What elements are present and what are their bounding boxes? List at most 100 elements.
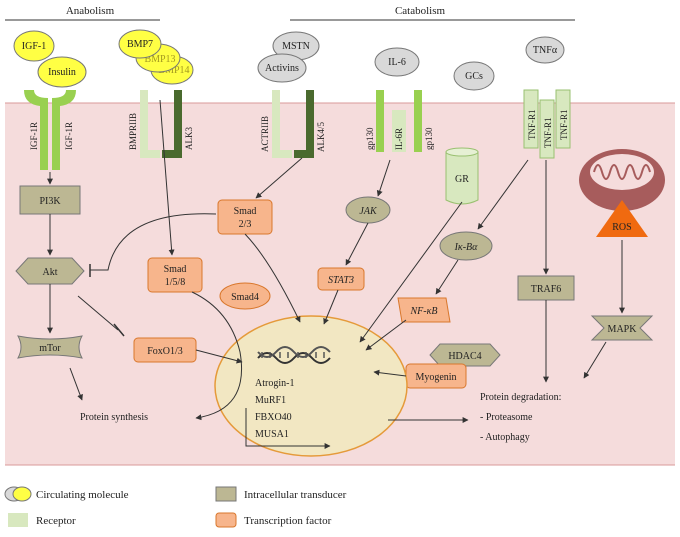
transducer-pi3k: PI3K	[19, 185, 81, 215]
receptor-alk3: ALK3	[162, 90, 194, 158]
svg-text:IL-6R: IL-6R	[394, 128, 404, 150]
transducer-traf6: TRAF6	[517, 275, 575, 301]
svg-text:JAK: JAK	[359, 206, 378, 217]
outcome-protein-synthesis: Protein synthesis	[80, 412, 148, 423]
svg-text:ALK3: ALK3	[184, 127, 194, 150]
legend-receptor: Receptor	[8, 513, 76, 527]
svg-text:Smad4: Smad4	[231, 292, 259, 303]
transducer-ikba: Iκ-Bα	[439, 231, 493, 261]
gene-musa1: MUSA1	[255, 429, 289, 440]
svg-text:TNF-R1: TNF-R1	[559, 109, 569, 140]
svg-text:ACTRIIB: ACTRIIB	[260, 116, 270, 152]
transducer-akt: Akt	[15, 257, 85, 285]
svg-text:TNFα: TNFα	[533, 45, 558, 56]
svg-text:TNF-R1: TNF-R1	[543, 117, 553, 148]
mitochondrion	[579, 149, 665, 211]
svg-text:Smad: Smad	[164, 264, 187, 275]
svg-text:Myogenin: Myogenin	[415, 372, 456, 383]
nucleus	[214, 315, 408, 457]
tf-myogenin: Myogenin	[405, 363, 467, 389]
svg-text:Receptor: Receptor	[36, 515, 76, 527]
legend-circulating: Circulating molecule	[4, 486, 129, 502]
svg-text:PI3K: PI3K	[39, 196, 61, 207]
ligand-igf1: IGF-1	[13, 30, 55, 62]
svg-text:Akt: Akt	[43, 267, 58, 278]
transducer-mtor: mTor	[17, 335, 83, 359]
svg-text:ALK4/5: ALK4/5	[316, 122, 326, 152]
svg-text:Protein degradation:: Protein degradation:	[480, 392, 561, 403]
ligand-mstn: MSTN	[272, 31, 320, 61]
svg-text:FoxO1/3: FoxO1/3	[147, 346, 183, 357]
atrophy-genes: Atrogin-1 MuRF1 FBXO40 MUSA1	[245, 378, 331, 449]
svg-text:Insulin: Insulin	[48, 67, 76, 78]
anabolism-header: Anabolism	[5, 5, 160, 21]
svg-text:gp130: gp130	[365, 127, 375, 150]
ligand-insulin: Insulin	[37, 56, 87, 88]
ligand-gcs: GCs	[453, 61, 495, 91]
svg-text:Catabolism: Catabolism	[395, 5, 446, 17]
receptor-bmpriib: BMPRIIB	[128, 90, 160, 158]
ligand-bmp7: BMP7	[118, 29, 162, 59]
receptor-igf1r: IGF-1R IGF-1R	[24, 90, 76, 170]
svg-text:GCs: GCs	[465, 71, 483, 82]
svg-text:gp130: gp130	[424, 127, 434, 150]
tf-smad23: Smad 2/3	[217, 199, 273, 235]
dna-helix	[257, 346, 331, 364]
svg-text:mTor: mTor	[39, 343, 61, 354]
receptor-tnfr1: TNF-R1 TNF-R1 TNF-R1	[523, 89, 571, 159]
transducer-mapk: MAPK	[590, 315, 654, 341]
tf-stat3: STAT3	[317, 267, 365, 291]
transducer-jak: JAK	[345, 196, 391, 224]
svg-text:STAT3: STAT3	[328, 275, 354, 286]
pathway-arrows	[47, 99, 625, 423]
svg-text:Transcription factor: Transcription factor	[244, 515, 332, 527]
tf-foxo13: FoxO1/3	[133, 337, 197, 363]
svg-text:BMPRIIB: BMPRIIB	[128, 113, 138, 150]
svg-text:IGF-1R: IGF-1R	[64, 122, 74, 150]
tf-smad158: Smad 1/5/8	[147, 257, 203, 293]
svg-text:BMP14: BMP14	[158, 65, 189, 76]
svg-text:BMP13: BMP13	[144, 54, 175, 65]
legend-tf: Transcription factor	[215, 512, 332, 528]
gene-murf1: MuRF1	[255, 395, 286, 406]
ros-triangle: ROS	[596, 200, 648, 237]
svg-text:1/5/8: 1/5/8	[165, 277, 186, 288]
gene-fbxo40: FBXO40	[255, 412, 292, 423]
svg-text:- Autophagy: - Autophagy	[480, 432, 530, 443]
svg-text:TNF-R1: TNF-R1	[527, 109, 537, 140]
svg-text:NF-κB: NF-κB	[409, 306, 437, 317]
ligand-il6: IL-6	[374, 47, 420, 77]
svg-text:Activins: Activins	[265, 63, 299, 74]
transducer-hdac4: HDAC4	[429, 343, 501, 367]
svg-text:MSTN: MSTN	[282, 41, 310, 52]
svg-text:Iκ-Bα: Iκ-Bα	[454, 242, 479, 253]
gene-atrogin1: Atrogin-1	[255, 378, 294, 389]
svg-text:Circulating molecule: Circulating molecule	[36, 489, 129, 501]
outcome-protein-degradation: Protein degradation: - Proteasome - Auto…	[480, 392, 561, 443]
svg-text:Intracellular transducer: Intracellular transducer	[244, 489, 347, 501]
receptor-il6r-complex: gp130 IL-6R gp130	[365, 90, 434, 152]
svg-text:- Proteasome: - Proteasome	[480, 412, 533, 423]
ligand-tnfa: TNFα	[525, 36, 565, 64]
svg-text:GR: GR	[455, 174, 469, 185]
receptor-gr: GR	[445, 147, 479, 205]
ligand-activins: Activins	[257, 53, 307, 83]
catabolism-header: Catabolism	[290, 5, 575, 21]
receptor-alk45: ALK4/5	[294, 90, 326, 158]
svg-text:IGF-1: IGF-1	[22, 41, 46, 52]
legend: Circulating molecule Receptor Intracellu…	[4, 486, 347, 528]
tf-nfkb: NF-κB	[397, 297, 451, 323]
receptor-actriib: ACTRIIB	[260, 90, 292, 158]
svg-text:Anabolism: Anabolism	[66, 5, 115, 17]
legend-transducer: Intracellular transducer	[215, 486, 347, 502]
svg-text:TRAF6: TRAF6	[531, 284, 562, 295]
svg-text:2/3: 2/3	[239, 219, 252, 230]
svg-text:MAPK: MAPK	[608, 324, 638, 335]
svg-text:Smad: Smad	[234, 206, 257, 217]
svg-text:IL-6: IL-6	[388, 57, 406, 68]
svg-text:HDAC4: HDAC4	[448, 351, 481, 362]
transducer-smad4: Smad4	[219, 282, 271, 310]
svg-text:ROS: ROS	[612, 222, 631, 233]
svg-text:IGF-1R: IGF-1R	[29, 122, 39, 150]
